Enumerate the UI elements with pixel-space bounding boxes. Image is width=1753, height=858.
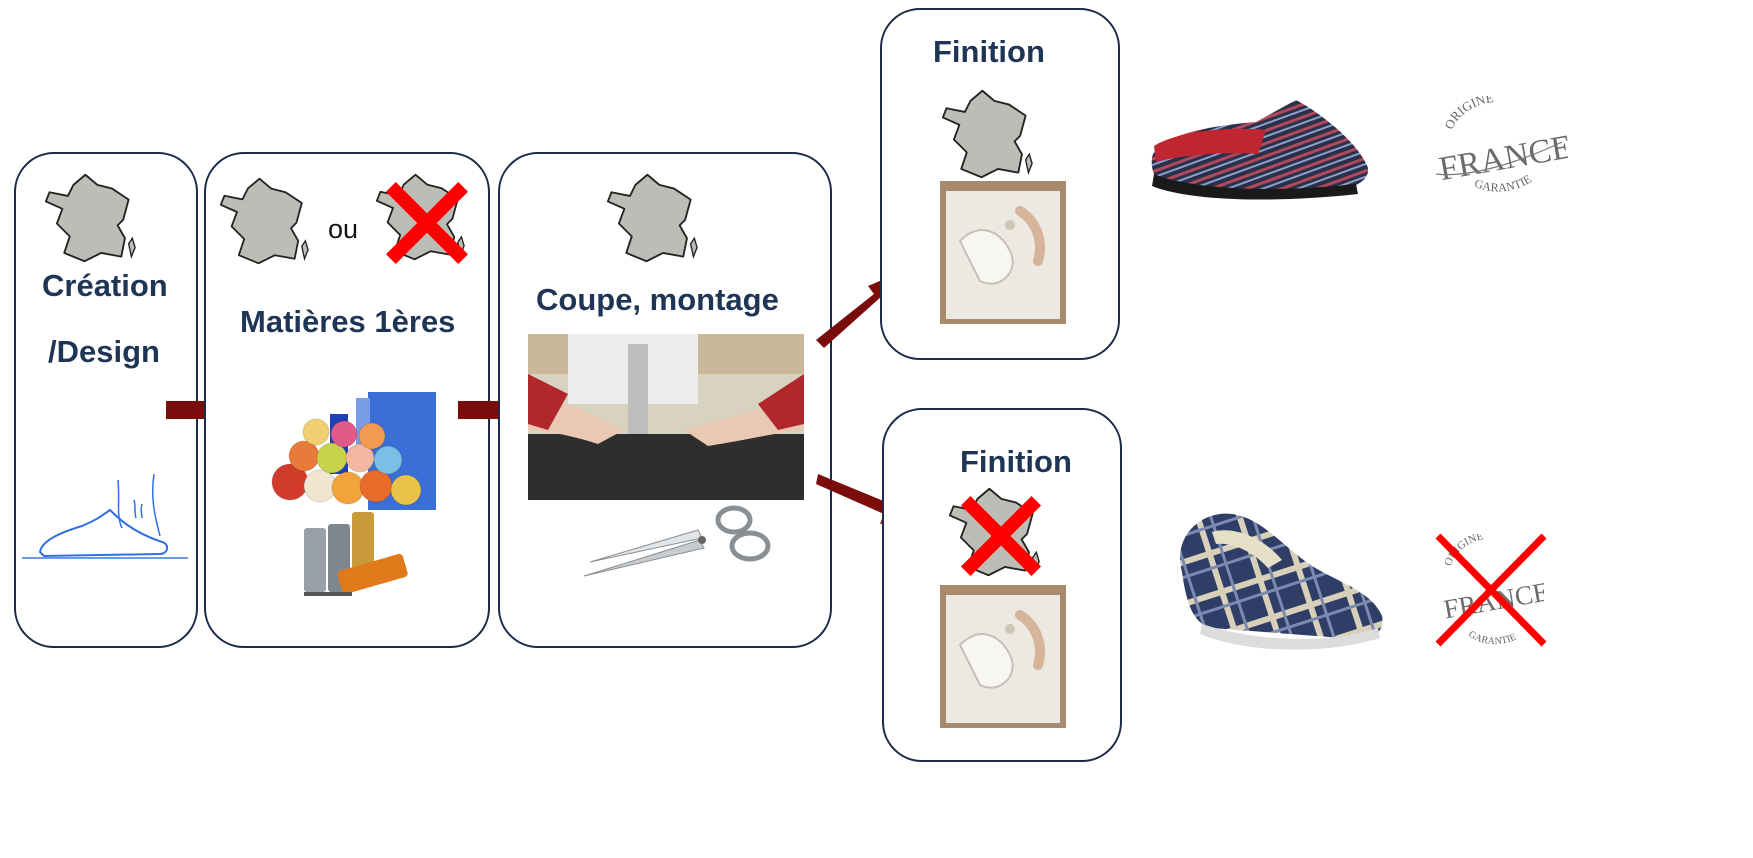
scissors-image [583, 505, 771, 577]
finish-france-label: Finition [933, 34, 1045, 69]
red-cross-icon [384, 180, 470, 266]
embroidery-photo [940, 585, 1066, 728]
cutting-assembly-label: Coupe, montage [536, 282, 779, 317]
thread-spools-image [304, 512, 408, 596]
origine-france-garantie-logo: ORIGINE FRANCE GARANTIE [1435, 96, 1568, 195]
arrow-cutting-to-finish-france [816, 274, 896, 348]
sewing-machine-photo [528, 334, 804, 500]
france-map-icon [42, 172, 138, 264]
fabric-rolls-image [271, 392, 436, 510]
design-label: /Design [48, 334, 160, 369]
foot-slipper-sketch-icon [22, 473, 188, 559]
embroidery-photo [940, 181, 1066, 324]
plaid-slipper-image [1180, 513, 1383, 650]
svg-text:ORIGINE: ORIGINE [1441, 96, 1495, 132]
red-cross-icon [958, 494, 1044, 578]
france-map-icon [218, 176, 310, 266]
creation-label: Création [42, 268, 168, 303]
or-text: ou [328, 214, 359, 244]
red-cross-icon [1435, 533, 1547, 647]
france-map-icon [606, 172, 698, 264]
badge-main-text: FRANCE [1436, 128, 1568, 188]
striped-slipper-image [1151, 100, 1369, 200]
france-map-icon [940, 88, 1034, 180]
finish-abroad-label: Finition [960, 444, 1072, 479]
badge-top-text: ORIGINE [1441, 96, 1495, 132]
raw-materials-label: Matières 1ères [240, 304, 456, 339]
